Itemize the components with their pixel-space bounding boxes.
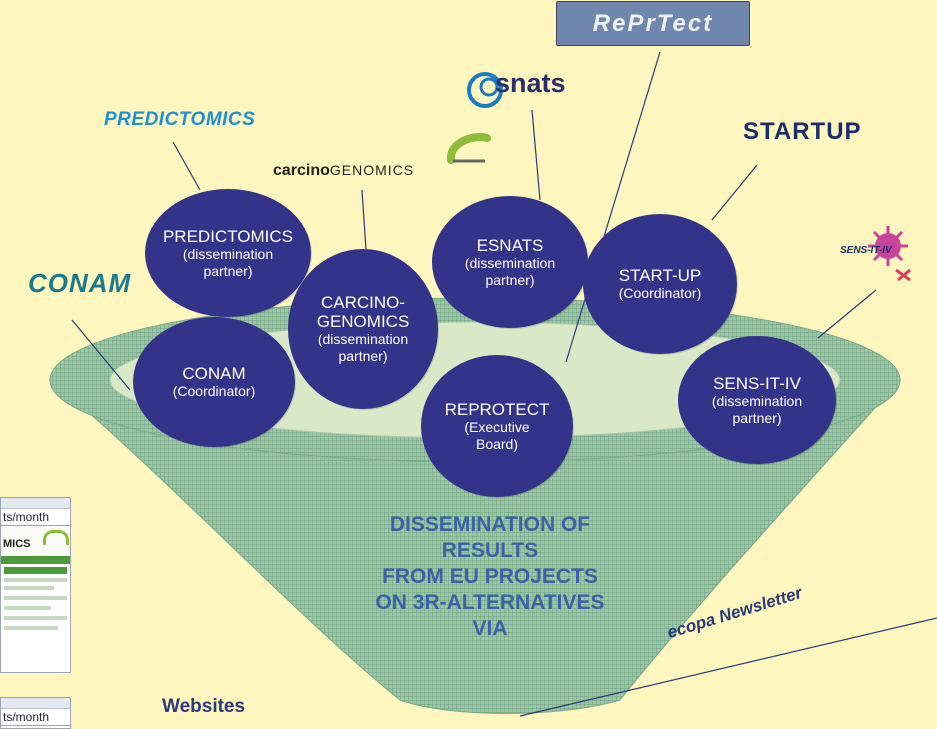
- node-predictomics: PREDICTOMICS (dissemination partner): [145, 189, 311, 317]
- predictomics-logo: PREDICTOMICS: [104, 109, 255, 131]
- carcinogenomics-logo-text-b: GENOMICS: [329, 162, 415, 178]
- startup-logo: STARTUP: [743, 118, 862, 146]
- connector-reprotect: [565, 51, 661, 363]
- node-carcinogenomics: CARCINO- GENOMICS (dissemination partner…: [288, 249, 438, 409]
- websites-label: Websites: [162, 696, 246, 717]
- thumbnail-content: [1, 564, 70, 637]
- connector-sensitiv: [817, 289, 877, 339]
- website-thumbnail-top: ts/month MICS: [0, 497, 71, 673]
- node-reprotect-line-2: Board): [475, 435, 519, 452]
- node-esnats-title: ESNATS: [476, 235, 544, 255]
- sensitiv-virus-icon: [868, 226, 911, 282]
- node-startup: START-UP (Coordinator): [583, 214, 737, 354]
- node-predictomics-line-1: (dissemination: [182, 245, 274, 262]
- startup-logo-text: STARTUP: [743, 118, 862, 145]
- newsletter-line: [519, 617, 937, 717]
- node-predictomics-line-2: partner): [203, 262, 253, 279]
- node-conam-title: CONAM: [182, 364, 246, 383]
- node-reprotect: REPROTECT (Executive Board): [421, 355, 573, 497]
- node-predictomics-title: PREDICTOMICS: [162, 226, 294, 246]
- funnel-cone: [48, 379, 902, 714]
- esnats-logo-text: snats: [495, 68, 566, 98]
- thumbnail-toolbar-bottom: [1, 698, 70, 709]
- node-sensitiv-line-2: partner): [732, 409, 782, 426]
- thumbnail-logo-text: MICS: [3, 538, 31, 550]
- dissemination-line-1: DISSEMINATION OF: [389, 513, 591, 536]
- dissemination-line-2: RESULTS: [441, 539, 539, 562]
- node-conam: CONAM (Coordinator): [133, 317, 295, 447]
- connector-conam: [71, 319, 131, 391]
- website-thumbnail-bottom: ts/month: [0, 697, 71, 729]
- connector-startup: [711, 164, 758, 221]
- predictomics-logo-text: PREDICTOMICS: [104, 109, 256, 130]
- node-conam-line-1: (Coordinator): [172, 383, 256, 399]
- node-esnats: ESNATS (dissemination partner): [432, 196, 588, 328]
- reprotect-logo-text: RePrTect: [592, 9, 714, 37]
- reprotect-logo: RePrTect: [556, 1, 750, 46]
- node-sensitiv-title: SENS-IT-IV: [713, 373, 801, 393]
- node-sensitiv: SENS-IT-IV (dissemination partner): [678, 336, 836, 464]
- thumbnail-visits-label-bottom: ts/month: [1, 709, 70, 726]
- connector-esnats: [531, 109, 541, 201]
- thumbnail-toolbar: [1, 498, 70, 509]
- conam-logo-text: CONAM: [28, 268, 132, 298]
- sensitiv-logo-text: SENS-IT-IV: [840, 245, 892, 256]
- node-carcinogenomics-line-2: (dissemination: [317, 331, 409, 347]
- thumbnail-header: MICS: [1, 526, 70, 556]
- connector-predictomics: [172, 141, 201, 191]
- connector-carcinogenomics: [361, 189, 367, 251]
- node-esnats-line-1: (dissemination: [464, 254, 556, 271]
- thumbnail-nav-bar: [1, 556, 70, 564]
- node-sensitiv-line-1: (dissemination: [711, 392, 803, 409]
- conam-logo: CONAM: [28, 268, 131, 299]
- sensitiv-logo: SENS-IT-IV: [840, 240, 892, 258]
- node-esnats-line-2: partner): [485, 271, 535, 288]
- dissemination-line-3: FROM EU PROJECTS: [382, 565, 598, 588]
- thumbnail-logo-mark-icon: [43, 530, 69, 545]
- thumbnail-visits-label: ts/month: [1, 509, 70, 526]
- carcinogenomics-mark-icon: [447, 133, 491, 164]
- dissemination-line-4: ON 3R-ALTERNATIVES: [375, 591, 605, 614]
- dissemination-line-5: VIA: [472, 617, 508, 640]
- dissemination-heading: DISSEMINATION OF RESULTS FROM EU PROJECT…: [300, 512, 680, 642]
- node-carcinogenomics-line-1: GENOMICS: [316, 312, 410, 331]
- node-reprotect-title: REPROTECT: [444, 399, 550, 419]
- node-reprotect-line-1: (Executive: [464, 418, 530, 435]
- carcinogenomics-logo-text-a: carcino: [273, 162, 330, 179]
- esnats-swirl-icon: [467, 72, 503, 108]
- node-startup-line-1: (Coordinator): [618, 285, 702, 301]
- node-carcinogenomics-line-3: partner): [338, 348, 388, 364]
- carcinogenomics-logo: carcinoGENOMICS: [273, 162, 414, 180]
- node-carcinogenomics-title: CARCINO-: [320, 293, 406, 312]
- node-startup-title: START-UP: [618, 266, 702, 285]
